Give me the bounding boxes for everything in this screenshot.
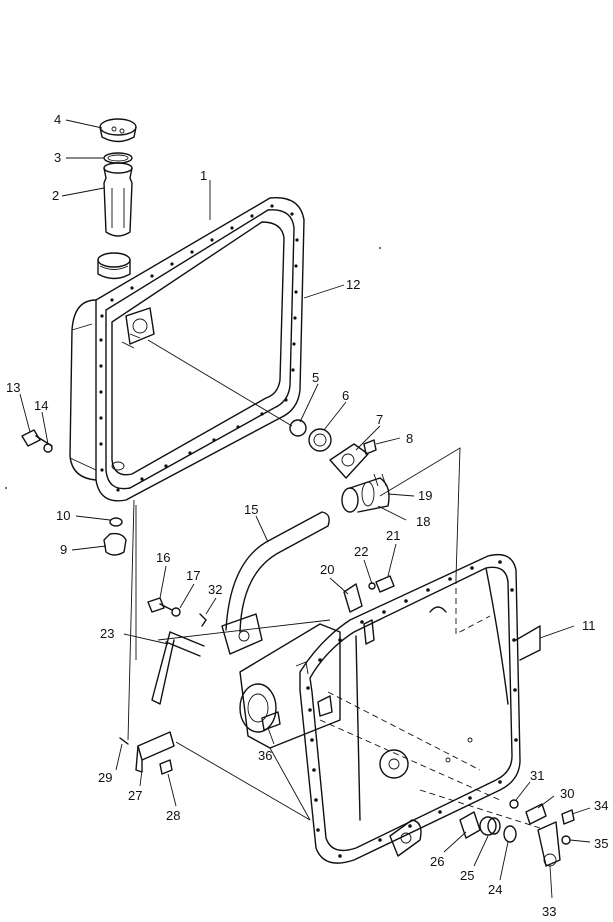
suction-parts [147,339,390,513]
callout-21: 21 [386,528,400,543]
callout-16: 16 [156,550,170,565]
strainer-housing [147,575,395,749]
callout-36: 36 [258,748,272,763]
drain-and-bolts [21,429,127,556]
callout-13: 13 [6,380,20,395]
callout-19: 19 [418,488,432,503]
callout-10: 10 [56,508,70,523]
callout-34: 34 [594,798,608,813]
level-gauge-parts [419,789,575,867]
filler-cap-assembly [99,118,137,237]
flange-bolt-holes [99,204,299,492]
callout-3: 3 [54,150,61,165]
callout-4: 4 [54,112,61,127]
callout-6: 6 [342,388,349,403]
callout-24: 24 [488,882,502,897]
callout-29: 29 [98,770,112,785]
callout-8: 8 [406,431,413,446]
callout-5: 5 [312,370,319,385]
callout-25: 25 [460,868,474,883]
callout-numbers: 1 2 3 4 5 6 7 8 9 10 11 12 13 14 15 16 1… [6,112,608,919]
scan-speck [379,247,381,249]
callout-26: 26 [430,854,444,869]
tank-body [69,196,305,502]
callout-22: 22 [354,544,368,559]
leader-lines [19,119,591,899]
scan-speck [5,487,7,489]
callout-2: 2 [52,188,59,203]
callout-14: 14 [34,398,48,413]
callout-18: 18 [416,514,430,529]
callout-20: 20 [320,562,334,577]
mounting-bracket [119,499,311,821]
callout-9: 9 [60,542,67,557]
callout-35: 35 [594,836,608,851]
callout-28: 28 [166,808,180,823]
tank-cover [299,553,541,864]
callout-11: 11 [582,618,596,633]
callout-15: 15 [244,502,258,517]
callout-30: 30 [560,786,574,801]
return-pipe [221,511,330,655]
callout-12: 12 [346,277,360,292]
callout-23: 23 [100,626,114,641]
callout-32: 32 [208,582,222,597]
assembly-lines [135,447,461,821]
callout-7: 7 [376,412,383,427]
cover-bolt-holes [306,560,518,858]
callout-27: 27 [128,788,142,803]
callout-33: 33 [542,904,556,919]
callout-31: 31 [530,768,544,783]
callout-1: 1 [200,168,207,183]
callout-17: 17 [186,568,200,583]
